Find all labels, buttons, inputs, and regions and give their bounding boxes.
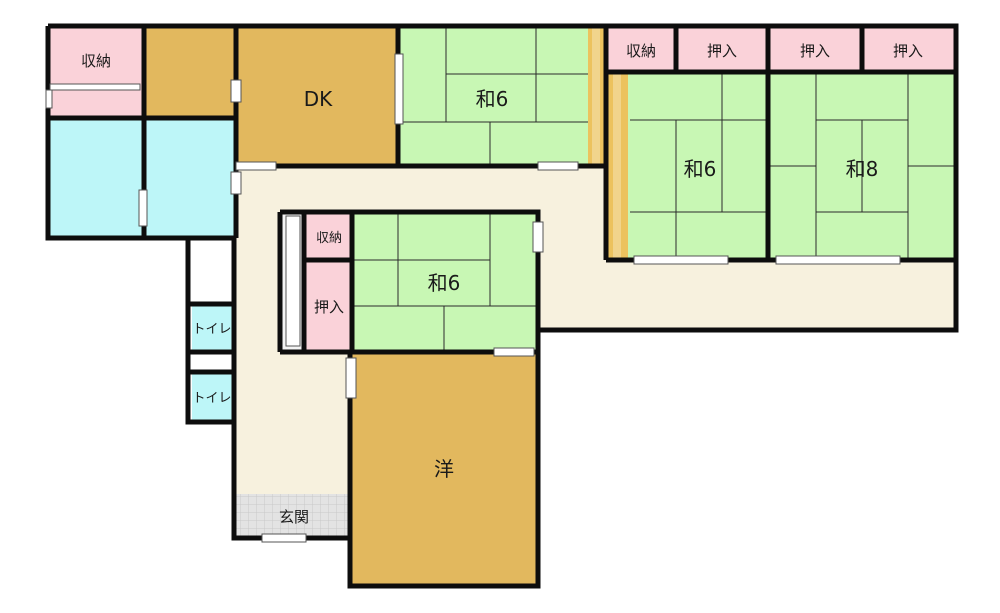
label-oshiire-center: 押入 [314,298,344,316]
label-entrance: 玄関 [279,508,309,526]
label-storage-top-mid: 収納 [626,42,656,60]
tatami-lines-top [398,28,588,166]
storage-center-bg [306,214,352,260]
tatami-lines-mid [630,74,768,258]
toilet-gap [192,240,232,304]
storage-top-mid [606,28,674,72]
storage-top-left [50,28,144,116]
toilet-1-bg [192,306,232,350]
bath-right [142,120,236,236]
label-oshiire-2: 押入 [800,42,830,60]
label-western-room: 洋 [434,457,454,481]
label-washitsu-center: 和6 [428,271,461,295]
label-oshiire-1: 押入 [707,42,737,60]
label-storage-top-left: 収納 [81,52,111,70]
tatami-lines-right [770,74,954,258]
label-oshiire-3: 押入 [893,42,923,60]
hallway [234,166,954,538]
label-toilet-2: トイレ [192,391,231,406]
label-toilet-1: トイレ [192,322,231,337]
oshiire-1-bg [676,28,768,72]
label-storage-center: 収納 [316,231,342,246]
dk-room [236,28,398,166]
openings [45,53,901,543]
washitsu-mid [606,74,768,258]
tatami-lines-center [352,214,536,350]
oshiire-2-bg [770,28,862,72]
label-washitsu-top: 和6 [476,87,509,111]
oshiire-3-bg [862,28,954,72]
washitsu-top [398,28,588,166]
oshiire-center-bg [306,262,352,350]
label-washitsu-right: 和8 [846,157,879,181]
western-room [352,352,538,584]
entrance-floor [236,494,350,536]
label-dk: DK [304,87,333,111]
room-top-left-wood [144,28,236,116]
label-washitsu-mid: 和6 [684,157,717,181]
toilet-2-bg [192,374,232,420]
bath-left [50,120,142,236]
